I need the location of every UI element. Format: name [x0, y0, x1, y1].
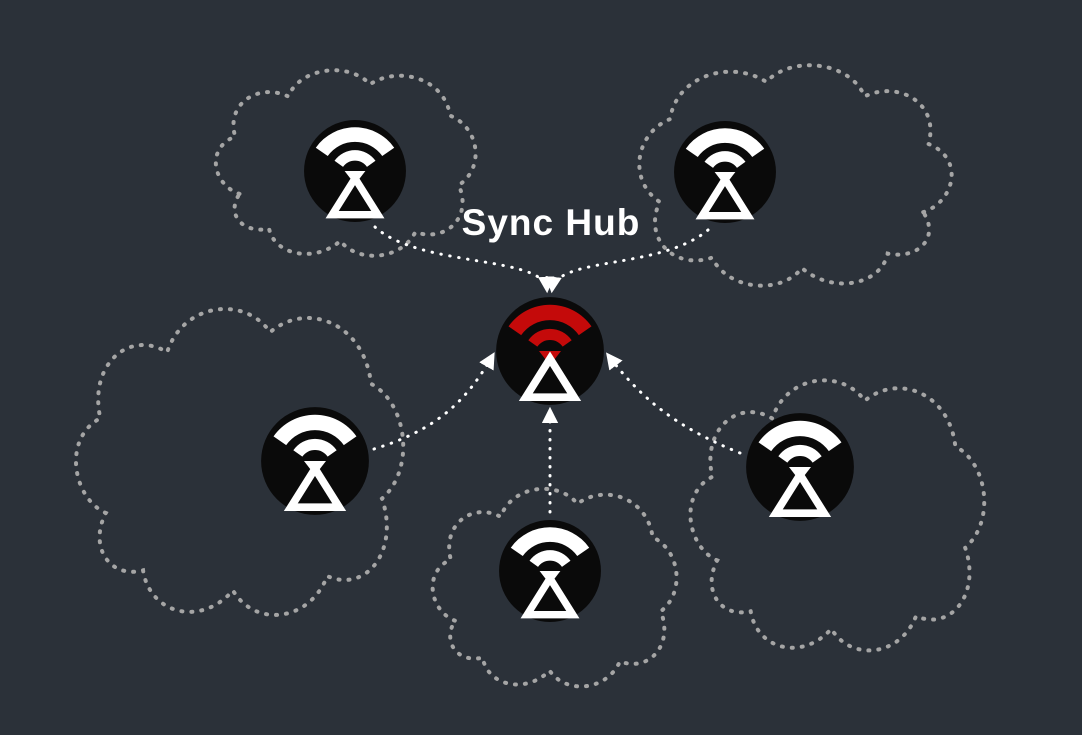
sync-device-icon-top-right — [674, 121, 776, 223]
cloud-outline-mid-right — [690, 380, 984, 650]
sync-arrow-top-right — [545, 228, 710, 294]
sync-device-icon-mid-right — [746, 413, 854, 521]
sync-arrow-mid-right — [606, 352, 742, 455]
sync-device-icon-top-left — [304, 120, 406, 222]
sync-hub-icon — [496, 297, 604, 405]
sync-device-icon-mid-left — [261, 407, 369, 515]
sync-arrow-mid-left — [372, 352, 495, 451]
sync-device-icon-bottom-center — [499, 520, 601, 622]
sync-arrow-top-left — [373, 225, 555, 294]
sync-hub-label: Sync Hub — [461, 202, 641, 243]
